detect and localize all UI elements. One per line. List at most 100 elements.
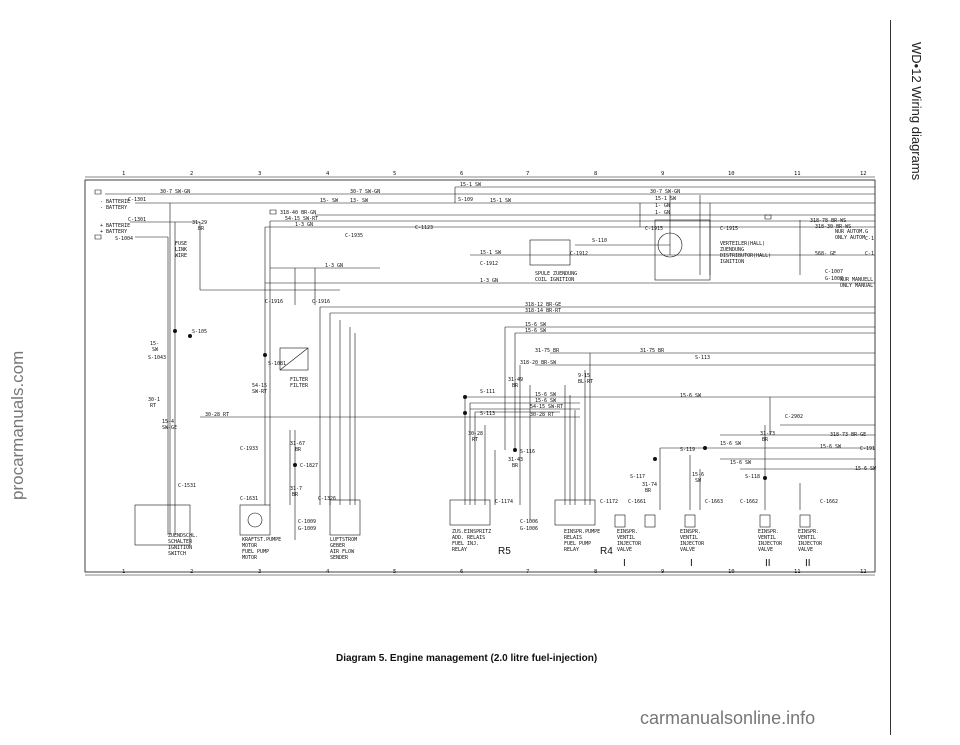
wire-label-24: 15-6 SW	[535, 398, 557, 404]
label-sw1: ZUENDSCHL.	[168, 533, 198, 539]
label-w3149b: BR	[512, 383, 519, 389]
label-w3174b: BR	[645, 488, 652, 494]
splice-s111: S-111	[480, 389, 495, 395]
wire-label-35: 15-6 SW	[730, 460, 752, 466]
label-roman4: II	[805, 558, 811, 569]
connector-c1912a: C-1912	[480, 261, 498, 267]
grid-col-b2: 2	[190, 569, 193, 575]
connector-c1827: C-1827	[300, 463, 318, 469]
diagram-frame	[84, 179, 876, 573]
connector-c1916b: C-1916	[312, 299, 330, 305]
wire-label-29: 318-30 BR-WS	[815, 224, 851, 230]
splice-dots	[173, 329, 767, 480]
watermark-left: procarmanuals.com	[8, 350, 27, 500]
connector-c1c: C-1	[865, 251, 874, 257]
label-air3: AIR FLOW	[330, 549, 355, 555]
label-dist1: VERTEILER(HALL)	[720, 241, 765, 247]
label-r4: R4	[600, 546, 613, 557]
wire-label-33: 15-6 SW	[680, 393, 702, 399]
wire-labels: 30-7 SW-GN 15-1 SW 30-7 SW-GN 15- SW 13-…	[160, 182, 877, 472]
label-sw3: IGNITION	[168, 545, 192, 551]
wire-label-8: 1-3 GN	[295, 222, 313, 228]
label-air2: GEBER	[330, 543, 346, 549]
label-w3167: 31-67	[290, 441, 305, 447]
wire-label-25: 54-15 SW-RT	[530, 404, 563, 410]
wire-label-31: 318-73 BR-GE	[830, 432, 866, 438]
connector-c1531: C-1531	[178, 483, 196, 489]
wiring-diagram-svg: 1 2 3 4 5 6 7 8 9 10 11 12 1 2 3 4 5 6 7…	[76, 171, 877, 576]
diagram-caption: Diagram 5. Engine management (2.0 litre …	[336, 653, 598, 664]
connector-c1661: C-1661	[628, 499, 646, 505]
grid-column-numbers-bottom: 1 2 3 4 5 6 7 8 9 10 11 12	[122, 569, 867, 575]
label-w15c: SW	[152, 347, 159, 353]
connector-c1009a: C-1009	[298, 519, 316, 525]
wiring-diagram: 1 2 3 4 5 6 7 8 9 10 11 12 1 2 3 4 5 6 7…	[76, 165, 880, 585]
splice-s113: S-113	[695, 355, 710, 361]
label-w15b: 15-	[150, 341, 159, 347]
label-rel1: EINSPR.PUMPE	[564, 529, 600, 535]
label-fuse3: WIRE	[175, 253, 187, 259]
label-air4: SENDER	[330, 555, 349, 561]
label-w3028: 30-28	[468, 431, 483, 437]
grid-column-numbers-top: 1 2 3 4 5 6 7 8 9 10 11 12	[122, 171, 867, 177]
label-dist4: IGNITION	[720, 259, 744, 265]
label-air1: LUFTSTROM	[330, 537, 357, 543]
connector-c1915a: C-1915	[645, 226, 663, 232]
label-auto2: ONLY AUTOM	[835, 235, 865, 241]
label-w915b: BL-RT	[578, 379, 593, 385]
connector-c1172: C-1172	[600, 499, 618, 505]
grid-col-b8: 8	[594, 569, 597, 575]
wire-label-5: 13- SW	[350, 198, 369, 204]
wire-label-13: 30-7 SW-GN	[650, 189, 680, 195]
label-w3143b: BR	[512, 463, 519, 469]
wire-label-4: 15- SW	[320, 198, 339, 204]
label-w317: 31-7	[290, 486, 302, 492]
label-w3167b: BR	[295, 447, 302, 453]
label-battery2: - BATTERY	[100, 205, 127, 211]
wire-label-28: 318-78 BR-WS	[810, 218, 846, 224]
wire-label-6: 318-40 BR-GN	[280, 210, 316, 216]
label-man2: ONLY MANUAL	[840, 283, 873, 289]
label-inj2b: VENTIL	[680, 535, 698, 541]
splice-s110: S-110	[592, 238, 607, 244]
connector-c2902: C-2902	[785, 414, 803, 420]
wire-label-36: 15-6 SW	[855, 466, 877, 472]
label-w317b: BR	[292, 492, 299, 498]
component-labels: - BATTERIE - BATTERY + BATTERIE + BATTER…	[100, 199, 873, 569]
grid-col-7: 7	[526, 171, 529, 177]
connector-labels: C-1301 C-1301 C-1935 C-1123 C-1912 C-191…	[128, 197, 875, 532]
label-inj4: VALVE	[617, 547, 632, 553]
label-auto1: NUR AUTOM.G	[835, 229, 868, 235]
splice-s109: S-109	[458, 197, 473, 203]
connector-c1174: C-1174	[495, 499, 513, 505]
label-zus1: ZUS.EINSPRITZ	[452, 529, 491, 535]
label-roman1: I	[623, 558, 626, 569]
grid-col-12: 12	[860, 171, 867, 177]
label-battery1: - BATTERIE	[100, 199, 130, 205]
grid-col-6: 6	[460, 171, 463, 177]
grid-col-1: 1	[122, 171, 125, 177]
label-w3173: 31-73	[760, 431, 775, 437]
label-inj3: INJECTOR	[617, 541, 642, 547]
connector-c1662: C-1662	[740, 499, 758, 505]
label-w3028b: RT	[472, 437, 478, 443]
label-dist3: DISTRIBUTOR(HALL)	[720, 253, 771, 259]
grid-col-10: 10	[728, 171, 735, 177]
label-roman2: I	[690, 558, 693, 569]
grid-col-b5: 5	[393, 569, 396, 575]
connector-c1935: C-1935	[345, 233, 363, 239]
grid-col-b1: 1	[122, 569, 125, 575]
label-pump1: KRAFTST.PUMPE	[242, 537, 281, 543]
wire-label-17: 318-14 BR-RT	[525, 308, 561, 314]
label-w3129b: BR	[198, 226, 205, 232]
label-pump2: MOTOR	[242, 543, 258, 549]
wire-label-26: 30-28 RT	[530, 412, 554, 418]
label-w5415b: SW-RT	[252, 389, 267, 395]
grid-col-9: 9	[661, 171, 664, 177]
splice-s1081: S-1081	[268, 361, 286, 367]
connector-c1b: C-1	[865, 236, 874, 242]
page-side-title: WD•12 Wiring diagrams	[909, 42, 924, 181]
label-inj2: VENTIL	[617, 535, 635, 541]
label-filter2: FILTER	[290, 383, 309, 389]
label-inj1c: EINSPR.	[758, 529, 779, 535]
